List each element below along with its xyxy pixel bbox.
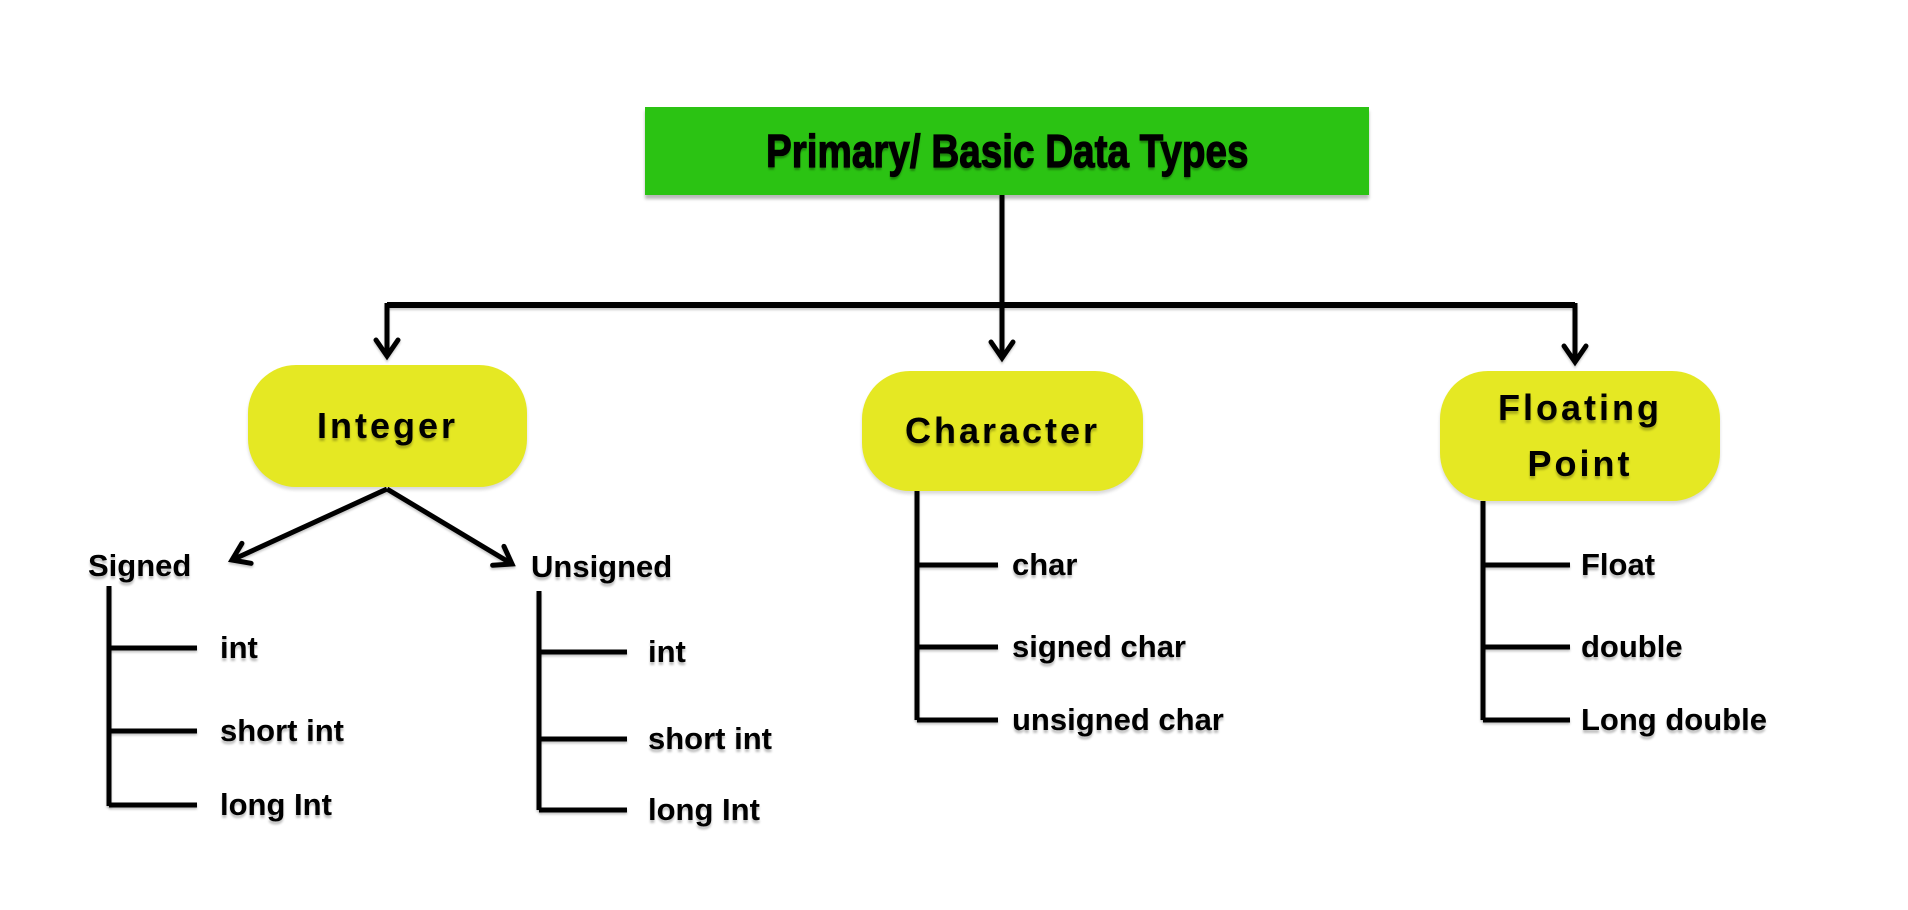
- leaf-unsigned-short-int: short int: [648, 721, 772, 756]
- leaf-float: Float: [1581, 547, 1656, 582]
- node-integer: Integer: [248, 365, 527, 487]
- leaf-unsigned-int: int: [648, 634, 686, 669]
- leaf-signed-int: int: [220, 630, 258, 665]
- node-character: Character: [862, 371, 1143, 491]
- branch-label-unsigned: Unsigned: [531, 549, 673, 584]
- leaf-signed-short-int: short int: [220, 713, 344, 748]
- connector-arrow-unsigned: [385, 486, 516, 568]
- connector-arrow-signed: [227, 486, 389, 566]
- root-node: Primary/ Basic Data Types: [645, 107, 1369, 195]
- branch-label-signed: Signed: [88, 548, 192, 583]
- node-floating-point-label-line1: Floating: [1498, 387, 1662, 429]
- node-integer-label: Integer: [316, 405, 459, 446]
- leaf-signed-long-int: long Int: [220, 787, 332, 822]
- leaf-signed-char: signed char: [1012, 629, 1186, 664]
- leaf-long-double: Long double: [1581, 702, 1767, 737]
- leaf-double: double: [1581, 629, 1683, 664]
- leaf-char: char: [1012, 547, 1078, 582]
- leaf-unsigned-char: unsigned char: [1012, 702, 1224, 737]
- node-floating-point-label-line2: Point: [1527, 443, 1633, 484]
- leaf-unsigned-long-int: long Int: [648, 792, 760, 827]
- root-node-label: Primary/ Basic Data Types: [765, 124, 1249, 177]
- node-floating-point: Floating Point: [1440, 371, 1720, 501]
- node-character-label: Character: [904, 410, 1101, 451]
